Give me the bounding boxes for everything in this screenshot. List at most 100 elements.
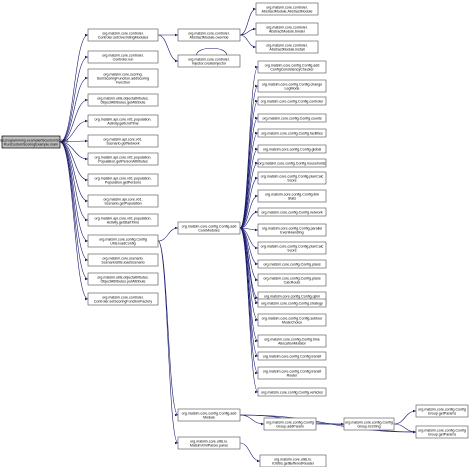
node-label: org.matsim.core.config.Config.network: [261, 210, 323, 214]
call-edge: [59, 140, 89, 143]
function-node[interactable]: org.matsim.api.core.v01.population.Popul…: [87, 173, 159, 187]
node-label: org.matsim.core.config.Config: [345, 420, 393, 424]
node-label: Utils.loadConfig: [110, 241, 135, 245]
function-node[interactable]: org.matsim.core.config.Config.timeAlloca…: [257, 334, 327, 348]
function-node[interactable]: org.matsim.core.config.Config.transit: [257, 351, 327, 361]
function-node[interactable]: org.matsim.core.config.Config.parallelEv…: [257, 223, 327, 237]
function-node[interactable]: org.matsim.utils.objectattributes.Object…: [87, 272, 159, 286]
function-node[interactable]: org.matsim.core.controler.Controler.setS…: [87, 292, 159, 306]
node-box: [257, 79, 327, 93]
node-label: Module: [203, 415, 215, 419]
call-edge: [239, 211, 259, 229]
edge-arrowhead: [255, 278, 258, 282]
call-edge: [59, 141, 89, 242]
function-node[interactable]: org.matsim.core.controler.AbstractModule…: [177, 28, 241, 42]
function-node[interactable]: org.matsim.core.config.Config.network: [257, 207, 327, 217]
node-label: AbstractModule.install: [269, 47, 304, 51]
node-box: [87, 152, 159, 166]
node-label: Score: [287, 178, 296, 182]
function-node[interactable]: org.matsim.core.config.Config.transitRou…: [257, 366, 327, 380]
function-node[interactable]: org.matsim.core.config.Config.facilities: [257, 128, 327, 138]
call-edges: [59, 7, 417, 463]
node-label: org.matsim.core.utils.io.: [190, 439, 228, 443]
function-node[interactable]: org.matsim.core.config.Config.planCalcSc…: [257, 241, 327, 255]
function-node[interactable]: org.matsim.core.config.Config.vehicles: [257, 387, 327, 397]
edge-arrowhead: [255, 339, 258, 343]
node-box: [87, 253, 159, 267]
node-label: org.matsim.utils.objectattributes.: [97, 96, 149, 100]
node-box: [257, 207, 327, 217]
call-edge: [59, 141, 89, 202]
function-node[interactable]: org.matsim.core.controler.Injector.creat…: [177, 54, 241, 68]
function-node[interactable]: org.matsim.api.core.v01.population.Activ…: [87, 114, 159, 128]
function-node[interactable]: org.matsim.core.config.Config.plansCalcR…: [257, 273, 327, 287]
function-node[interactable]: org.matsim.core.scoring.SumScoringFuncti…: [87, 68, 159, 88]
function-node[interactable]: org.matsim.core.scenario.ScenarioUtils.l…: [87, 253, 159, 267]
function-node[interactable]: org.matsim.core.controler.AbstractModule…: [255, 22, 319, 36]
function-node[interactable]: org.matsim.core.config.Config.planCalcSc…: [257, 171, 327, 185]
call-edge: [239, 34, 257, 48]
call-edge: [393, 423, 417, 433]
node-box: [87, 28, 159, 42]
function-node[interactable]: org.matsim.core.config.Config.strategy: [257, 298, 327, 308]
function-node[interactable]: org.matsim.core.config.ConfigGroup.getPa…: [415, 404, 469, 418]
function-node[interactable]: org.matsim.core.config.ConfigGroup.getPa…: [415, 425, 469, 439]
function-node[interactable]: org.matsim.core.config.ConfigGroup.toStr…: [343, 417, 395, 431]
function-node[interactable]: org.matsim.utils.objectattributes.Object…: [87, 93, 159, 107]
function-node[interactable]: org.matsim.core.config.Config.households: [257, 158, 327, 168]
function-node[interactable]: org.matsim.core.config.ConfigGroup.addPa…: [263, 417, 317, 431]
node-label: AllocationMutator: [278, 341, 307, 345]
node-label: org.matsim.core.config.Config.strategy: [261, 301, 323, 305]
node-box: [257, 298, 327, 308]
function-node[interactable]: org.matsim.core.controler.AbstractModule…: [255, 2, 319, 16]
function-node[interactable]: org.matsim.core.utils.io.MatsimXmlParser…: [177, 436, 241, 450]
root-function-node[interactable]: tutorial.programming.example09customScor…: [0, 135, 69, 149]
function-node[interactable]: org.matsim.api.core.v01.population.Popul…: [87, 152, 159, 166]
function-node[interactable]: org.matsim.core.utils.io.IOUtils.getBuff…: [259, 454, 327, 467]
node-label: Score: [287, 248, 296, 252]
call-edge: [239, 8, 257, 36]
function-node[interactable]: org.matsim.core.controler.Controler.setO…: [87, 28, 159, 42]
function-node[interactable]: org.matsim.core.config.Config.changeLegM…: [257, 79, 327, 93]
function-node[interactable]: org.matsim.core.config.Config.counts: [257, 113, 327, 123]
node-label: org.matsim.core.config.Config.facilities: [261, 131, 323, 135]
function-node[interactable]: org.matsim.api.core.v01.Scenario.getPopu…: [87, 194, 159, 208]
node-label: Function: [116, 80, 130, 84]
function-node[interactable]: org.matsim.core.config.Config.addConfigC…: [257, 60, 327, 74]
call-edge: [239, 132, 259, 229]
edge-arrowhead: [255, 99, 258, 103]
node-box: [257, 171, 327, 185]
node-label: org.matsim.core.config.Config.time: [264, 337, 320, 341]
function-node[interactable]: org.matsim.core.config.Config.controler: [257, 96, 327, 106]
function-node[interactable]: org.matsim.core.config.ConfigUtils.loadC…: [87, 234, 159, 248]
function-node[interactable]: org.matsim.core.config.Config.plans: [257, 259, 327, 269]
function-node[interactable]: org.matsim.core.config.Config.addCoreMod…: [177, 221, 241, 235]
node-box: [257, 128, 327, 138]
call-edge: [239, 227, 259, 393]
call-edge: [59, 56, 89, 143]
call-edge: [196, 47, 227, 56]
function-node[interactable]: org.matsim.core.config.Config.subtourMod…: [257, 313, 327, 327]
node-label: org.matsim.core.controler.: [102, 53, 144, 57]
node-label: org.matsim.core.controler.: [102, 31, 144, 35]
function-node[interactable]: org.matsim.core.config.Config.global: [257, 144, 327, 154]
node-box: [255, 22, 319, 36]
call-edge: [239, 414, 417, 433]
function-node[interactable]: org.matsim.core.controler.AbstractModule…: [255, 40, 319, 54]
function-node[interactable]: org.matsim.api.core.v01.Scenario.getNetw…: [87, 134, 159, 148]
function-node[interactable]: org.matsim.api.core.v01.population.Activ…: [87, 213, 159, 227]
function-node[interactable]: org.matsim.core.controler.Controler.run: [87, 50, 159, 64]
node-box: [87, 234, 159, 248]
node-label: org.matsim.core.controler.: [188, 57, 230, 61]
edge-arrowhead: [255, 84, 258, 88]
edge-arrowhead: [255, 161, 258, 165]
node-label: Router: [287, 373, 299, 377]
node-label: org.matsim.core.config.Config.plans: [263, 262, 321, 266]
call-edge: [239, 28, 257, 36]
call-edge: [239, 442, 261, 462]
node-box: [255, 40, 319, 54]
node-box: [255, 2, 319, 16]
